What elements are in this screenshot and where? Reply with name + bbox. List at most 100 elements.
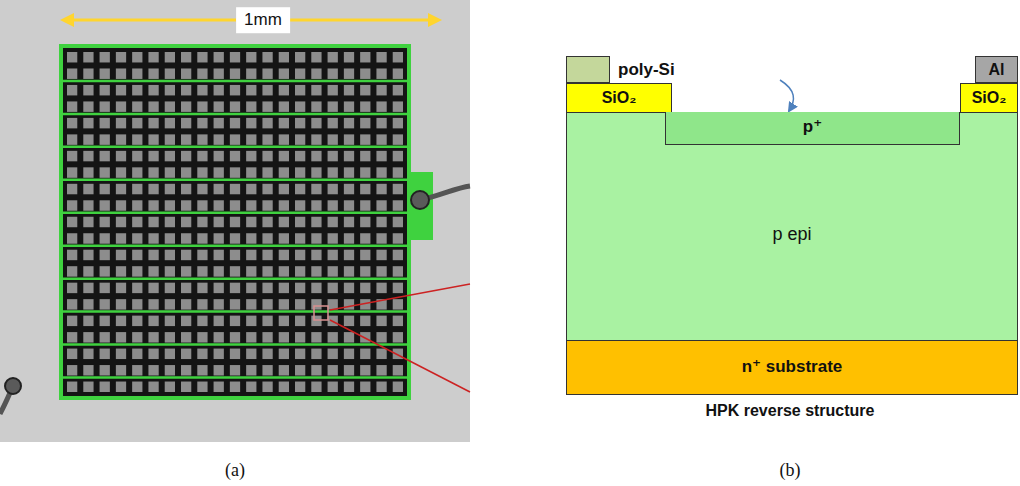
pixel-cell <box>393 52 403 62</box>
pixel-cell <box>165 233 175 243</box>
pixel-cell <box>83 283 93 293</box>
structure-caption: HPK reverse structure <box>706 402 875 420</box>
pixel-cell <box>230 382 240 392</box>
pixel-cell <box>100 283 110 293</box>
pixel-cell <box>230 85 240 95</box>
pixel-cell <box>279 68 289 78</box>
pixel-cell <box>83 52 93 62</box>
dimension-arrow <box>70 19 236 22</box>
pixel-cell <box>246 200 256 210</box>
pixel-cell <box>100 85 110 95</box>
dimension-label: 1mm <box>236 7 290 33</box>
pixel-cell <box>148 101 158 111</box>
pixel-cell <box>360 365 370 375</box>
pixel-cell <box>279 332 289 342</box>
oxide-layer: SiO₂ <box>960 83 1018 113</box>
pixel-cell <box>246 316 256 326</box>
pixel-cell <box>83 151 93 161</box>
wire-bond <box>411 191 429 209</box>
pixel-cell <box>132 101 142 111</box>
pixel-cell <box>116 299 126 309</box>
pixel-cell <box>376 266 386 276</box>
pixel-cell <box>393 101 403 111</box>
pixel-cell <box>262 382 272 392</box>
pixel-cell <box>328 382 338 392</box>
pixel-cell <box>311 283 321 293</box>
sipm-array <box>61 46 409 398</box>
pixel-cell <box>83 266 93 276</box>
pixel-cell <box>132 365 142 375</box>
pixel-cell <box>197 283 207 293</box>
pixel-cell <box>83 365 93 375</box>
pixel-cell <box>376 217 386 227</box>
pixel-cell <box>393 118 403 128</box>
pixel-cell <box>246 85 256 95</box>
pixel-cell <box>165 299 175 309</box>
pixel-cell <box>262 134 272 144</box>
pixel-cell <box>132 184 142 194</box>
pixel-cell <box>116 151 126 161</box>
pixel-cell <box>344 184 354 194</box>
pixel-cell <box>246 68 256 78</box>
pixel-cell <box>230 134 240 144</box>
layer-label: Al <box>989 61 1005 79</box>
pixel-cell <box>181 52 191 62</box>
pixel-cell <box>100 299 110 309</box>
pixel-cell <box>132 266 142 276</box>
pixel-cell <box>311 151 321 161</box>
pixel-cell <box>181 382 191 392</box>
pixel-cell <box>279 349 289 359</box>
pixel-cell <box>295 349 305 359</box>
pixel-cell <box>279 200 289 210</box>
pixel-cell <box>116 217 126 227</box>
pixel-cell <box>67 68 77 78</box>
pixel-cell <box>67 382 77 392</box>
pixel-cell <box>311 85 321 95</box>
pixel-cell <box>262 299 272 309</box>
pixel-cell <box>116 184 126 194</box>
pixel-cell <box>246 217 256 227</box>
pixel-cell <box>214 200 224 210</box>
pixel-cell <box>197 151 207 161</box>
pixel-cell <box>393 184 403 194</box>
pixel-cell <box>181 184 191 194</box>
pixel-cell <box>148 283 158 293</box>
pixel-cell <box>83 200 93 210</box>
pixel-cell <box>230 299 240 309</box>
pixel-cell <box>165 266 175 276</box>
pixel-cell <box>67 250 77 260</box>
pixel-cell <box>262 151 272 161</box>
pixel-cell <box>132 68 142 78</box>
pixel-cell <box>67 134 77 144</box>
pixel-cell <box>295 365 305 375</box>
pixel-cell <box>279 365 289 375</box>
pixel-cell <box>311 217 321 227</box>
pixel-cell <box>360 250 370 260</box>
pixel-cell <box>328 200 338 210</box>
pixel-cell <box>67 217 77 227</box>
pixel-cell <box>181 349 191 359</box>
substrate-layer: n⁺ substrate <box>566 340 1018 395</box>
pixel-cell <box>83 217 93 227</box>
pixel-cell <box>197 134 207 144</box>
pixel-cell <box>360 283 370 293</box>
pixel-cell <box>262 118 272 128</box>
pixel-cell <box>328 250 338 260</box>
pixel-cell <box>311 167 321 177</box>
pixel-cell <box>279 85 289 95</box>
pixel-cell <box>344 382 354 392</box>
pixel-cell <box>181 68 191 78</box>
pixel-cell <box>165 85 175 95</box>
pixel-cell <box>67 167 77 177</box>
pixel-cell <box>311 233 321 243</box>
pixel-cell <box>116 332 126 342</box>
pixel-cell <box>393 134 403 144</box>
pixel-cell <box>279 184 289 194</box>
pixel-cell <box>328 118 338 128</box>
pixel-cell <box>344 217 354 227</box>
pixel-cell <box>116 101 126 111</box>
pixel-cell <box>116 68 126 78</box>
pixel-cell <box>100 233 110 243</box>
pixel-cell <box>246 332 256 342</box>
pixel-cell <box>246 365 256 375</box>
